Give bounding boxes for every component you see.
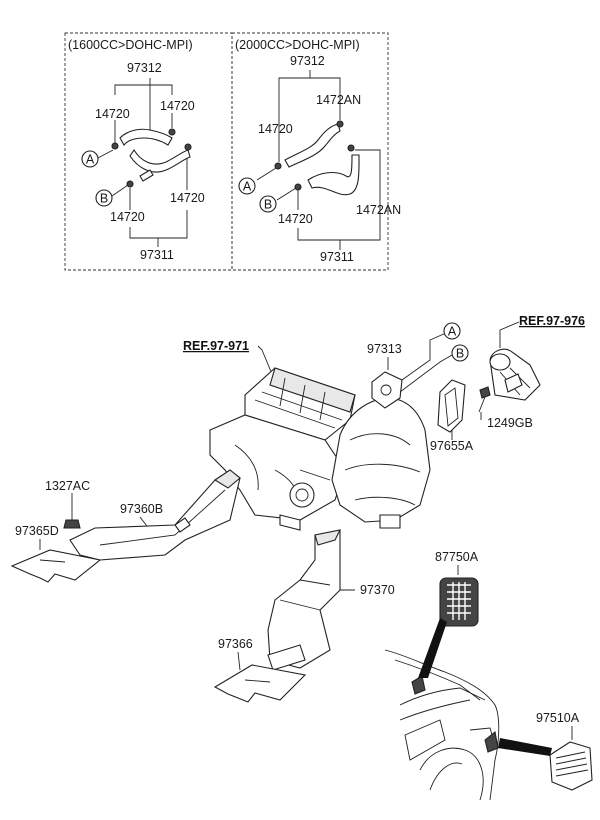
car-rear-silhouette — [384, 649, 500, 801]
blower-unit — [331, 397, 431, 529]
hose-pipe-1600cc — [119, 128, 191, 182]
ref-97-971-label: REF.97-971 — [183, 339, 249, 353]
svg-text:A: A — [243, 180, 252, 194]
label-1472an-bottom-right-2000: 1472AN — [356, 203, 401, 217]
marker-a-left: A — [81, 150, 99, 168]
marker-a-main: A — [443, 322, 461, 340]
label-14720-top-left-2000: 14720 — [258, 122, 293, 136]
svg-text:B: B — [264, 198, 272, 212]
leader-lines-right-inset — [256, 70, 381, 250]
label-97366: 97366 — [218, 637, 253, 651]
label-14720-bottom-left-1600: 14720 — [110, 210, 145, 224]
label-97312-left: 97312 — [127, 61, 162, 75]
clamp-icons-2000cc — [274, 120, 355, 191]
label-97311-right: 97311 — [320, 250, 354, 264]
clamp-icons-1600cc — [111, 128, 192, 188]
nut-1327ac — [63, 519, 81, 529]
label-14720-top-right-1600: 14720 — [160, 99, 195, 113]
arrow-97510a — [498, 738, 552, 756]
rear-duct-left-cover-97365d — [10, 549, 102, 583]
inset-title-2000cc: (2000CC>DOHC-MPI) — [235, 38, 360, 52]
heater-unit — [209, 367, 356, 531]
label-97313: 97313 — [367, 342, 402, 356]
label-1472an-top-right-2000: 1472AN — [316, 93, 361, 107]
hose-pipe-2000cc — [284, 123, 360, 196]
label-14720-bottom-left-2000: 14720 — [278, 212, 313, 226]
rear-duct-right-cover-97366 — [213, 664, 307, 703]
svg-text:B: B — [456, 347, 464, 361]
label-14720-top-left-1600: 14720 — [95, 107, 130, 121]
side-grille-97510a — [549, 741, 593, 791]
ref-97-976-leader — [499, 321, 520, 348]
marker-b-left: B — [95, 189, 113, 207]
label-87750a: 87750A — [435, 550, 479, 564]
label-97655a: 97655A — [430, 439, 474, 453]
label-14720-bottom-right-1600: 14720 — [170, 191, 205, 205]
marker-a-right: A — [238, 177, 256, 195]
inset-box-2000cc — [231, 32, 389, 271]
gasket-97313 — [371, 371, 403, 409]
label-97510a: 97510A — [536, 711, 580, 725]
interior-grille-87750a — [439, 577, 479, 627]
label-97365d: 97365D — [15, 524, 59, 538]
label-97312-right: 97312 — [290, 54, 325, 68]
label-97360b: 97360B — [120, 502, 163, 516]
marker-b-right: B — [259, 195, 277, 213]
label-1327ac: 1327AC — [45, 479, 90, 493]
label-97311-left: 97311 — [140, 248, 174, 262]
label-1249gb: 1249GB — [487, 416, 533, 430]
seal-97655a — [437, 379, 466, 433]
rear-duct-right-97370 — [267, 529, 341, 671]
svg-text:B: B — [100, 192, 108, 206]
leader-lines-left-inset — [97, 78, 188, 247]
blower-ref-part — [489, 348, 541, 401]
inset-title-1600cc: (1600CC>DOHC-MPI) — [68, 38, 193, 52]
arrow-87750a — [418, 618, 447, 678]
bolt-1249gb — [478, 386, 491, 413]
ref-97-971-leader — [257, 345, 273, 375]
svg-text:A: A — [448, 325, 457, 339]
svg-text:A: A — [86, 153, 95, 167]
leader-97366 — [237, 651, 241, 671]
ref-97-976-label: REF.97-976 — [519, 314, 585, 328]
label-97370: 97370 — [360, 583, 395, 597]
leader-marker-b-main — [399, 354, 453, 393]
leader-marker-a-main — [401, 332, 447, 381]
marker-b-main: B — [451, 344, 469, 362]
